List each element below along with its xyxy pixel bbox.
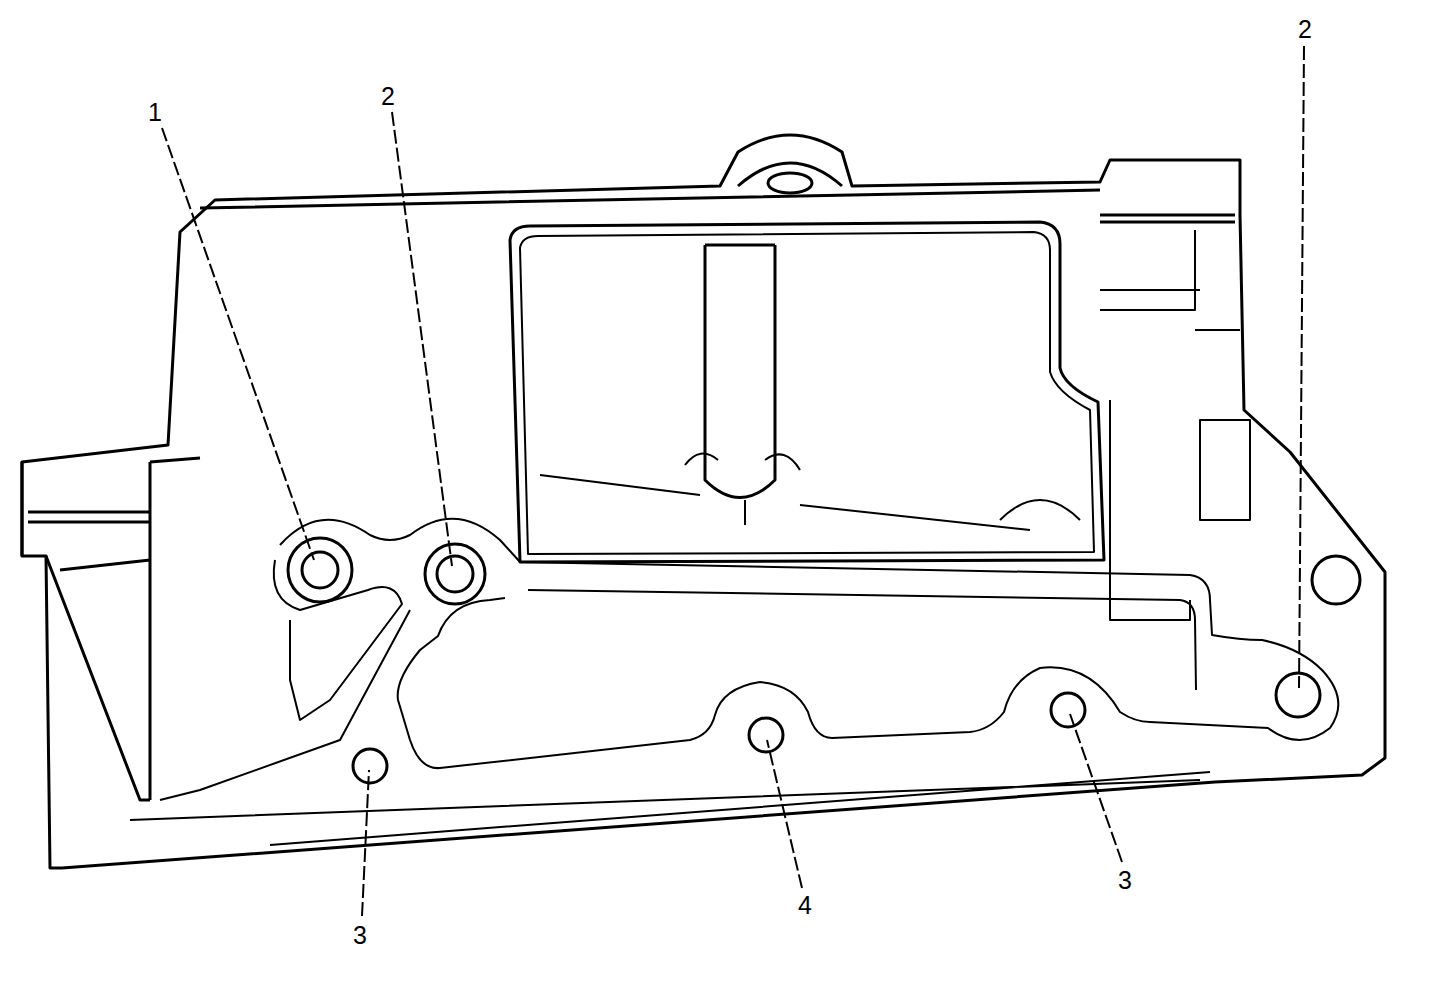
callout-number: 3: [351, 922, 369, 949]
part-outline: [22, 135, 1385, 868]
leader-lines: [162, 46, 1304, 916]
callout-number: 1: [146, 99, 164, 126]
callout-number: 2: [379, 83, 397, 110]
callout-number: 3: [1116, 867, 1134, 894]
callout-number: 4: [796, 892, 814, 919]
callout-number: 2: [1296, 16, 1314, 43]
